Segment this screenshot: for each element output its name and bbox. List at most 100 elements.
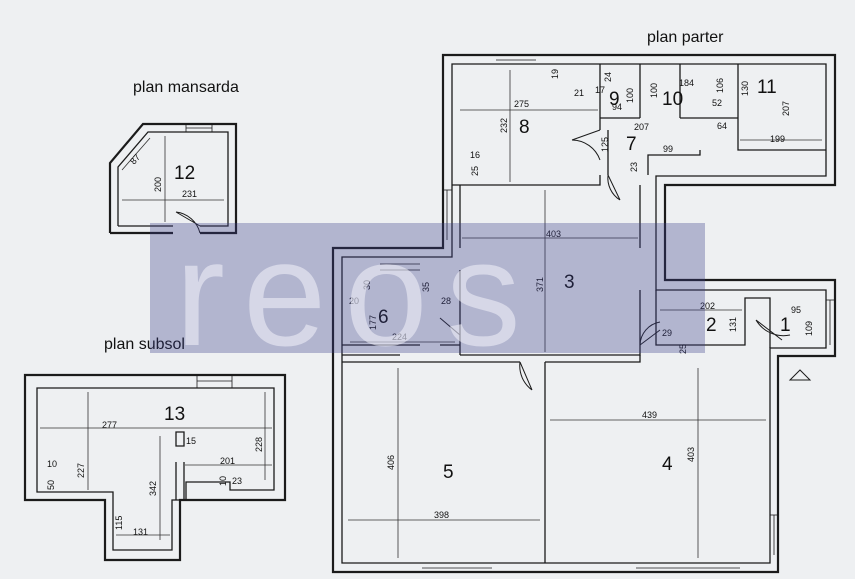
dimension-label: 207	[634, 122, 649, 132]
ground-floor-plan-title: plan parter	[647, 29, 724, 46]
dimension-label: 16	[470, 150, 480, 160]
attic-plan-title: plan mansarda	[133, 79, 239, 96]
dimension-label: 52	[712, 98, 722, 108]
room-6-label: 6	[378, 307, 389, 328]
dimension-label: 201	[220, 456, 235, 466]
dimension-label: 403	[546, 229, 561, 239]
reos-watermark: reos	[150, 209, 705, 377]
dimension-label: 29	[662, 328, 672, 338]
room-13-label: 13	[164, 404, 185, 425]
dimension-label: 106	[715, 78, 725, 93]
dimension-label: 100	[649, 83, 659, 98]
dimension-label: 15	[186, 436, 196, 446]
dimension-label: 87	[128, 152, 142, 166]
basement-inner-wall	[36, 387, 275, 551]
basement-partition	[175, 431, 185, 500]
dimension-label: 371	[535, 277, 545, 292]
partition-room-7	[607, 130, 701, 175]
room-7-label: 7	[626, 134, 637, 155]
dimension-label: 342	[148, 481, 158, 496]
partition-room-8	[452, 64, 601, 186]
door-room-2	[639, 321, 661, 346]
basement-window	[196, 374, 233, 389]
dimension-label: 95	[791, 305, 801, 315]
dimension-label: 227	[76, 463, 86, 478]
ground-floor-plan: plan parter	[331, 29, 837, 574]
dimension-label: 228	[254, 437, 264, 452]
entrance-door	[755, 319, 791, 341]
dimension-label: 23	[232, 476, 242, 486]
dimension-label: 64	[717, 121, 727, 131]
attic-dim-line	[121, 137, 151, 171]
dimension-label: 109	[804, 321, 814, 336]
dimension-label: 131	[133, 527, 148, 537]
dimension-label: 398	[434, 510, 449, 520]
dimension-label: 231	[182, 189, 197, 199]
dimension-label: 177	[368, 315, 378, 330]
dimension-label: 232	[499, 118, 509, 133]
room-11-label: 11	[757, 77, 777, 98]
dimension-label: 406	[386, 455, 396, 470]
ground-floor-outer-wall	[331, 53, 837, 574]
dimension-label: 202	[700, 301, 715, 311]
dimension-label: 439	[642, 410, 657, 420]
basement-outer-wall	[23, 373, 287, 562]
dimension-label: 24	[603, 72, 613, 82]
watermark-logo-text: reos	[175, 209, 539, 377]
dimension-label: 94	[612, 102, 622, 112]
dimension-label: 19	[550, 69, 560, 79]
partition-rooms-9-11	[600, 64, 826, 151]
dimension-label: 207	[781, 101, 791, 116]
dimension-label: 28	[441, 296, 451, 306]
dimension-label: 30	[362, 280, 372, 290]
door-room-6	[439, 317, 461, 336]
room-9-label: 9	[609, 89, 620, 110]
room-12-label: 12	[174, 163, 195, 184]
dimension-label: 100	[625, 88, 635, 103]
dimension-label: 130	[740, 81, 750, 96]
dimension-label: 115	[114, 516, 124, 530]
dimension-label: 275	[514, 99, 529, 109]
basement-plan-title: plan subsol	[104, 336, 185, 353]
dimension-label: 99	[663, 144, 673, 154]
dimension-label: 403	[686, 447, 696, 462]
dimension-label: 200	[153, 177, 163, 192]
dimension-label: 21	[574, 88, 584, 98]
room-5-label: 5	[443, 462, 454, 483]
dimension-label: 35	[421, 282, 431, 292]
dimension-label: 20	[349, 296, 359, 306]
watermark-band	[150, 223, 705, 353]
dimension-label: 125	[600, 137, 610, 152]
door-room-7	[607, 174, 621, 201]
ground-floor-dim-lines	[348, 70, 822, 558]
dimension-label: 224	[392, 332, 407, 342]
room-8-label: 8	[519, 117, 530, 138]
door-room-5	[519, 361, 533, 391]
room-1-label: 1	[780, 315, 791, 336]
dimension-label: 10	[218, 476, 228, 486]
dimension-label: 50	[46, 480, 56, 490]
dimension-label: 184	[679, 78, 694, 88]
entrance-arrow-icon	[788, 369, 812, 381]
attic-plan: plan mansarda 12 87 200 231	[108, 79, 239, 235]
dimension-label: 10	[47, 459, 57, 469]
dimension-label: 25	[678, 344, 688, 354]
dimension-label: 25	[470, 166, 480, 176]
partition-rooms-2-3-6	[342, 270, 771, 356]
partition-rooms-4-5	[342, 355, 641, 563]
room-10-label: 10	[662, 89, 683, 110]
dimension-label: 23	[629, 162, 639, 172]
ground-floor-window	[380, 54, 835, 573]
room-3-label: 3	[564, 272, 575, 293]
room-4-label: 4	[662, 454, 673, 475]
dimension-label: 199	[770, 134, 785, 144]
room-2-label: 2	[706, 315, 717, 336]
attic-window	[185, 123, 213, 133]
dimension-label: 131	[728, 317, 738, 332]
basement-plan: plan subsol 13 277 227 15 228 201 10 50 …	[23, 336, 287, 562]
partition-hall	[459, 185, 641, 248]
attic-door	[175, 211, 201, 234]
dimension-label: 277	[102, 420, 117, 430]
